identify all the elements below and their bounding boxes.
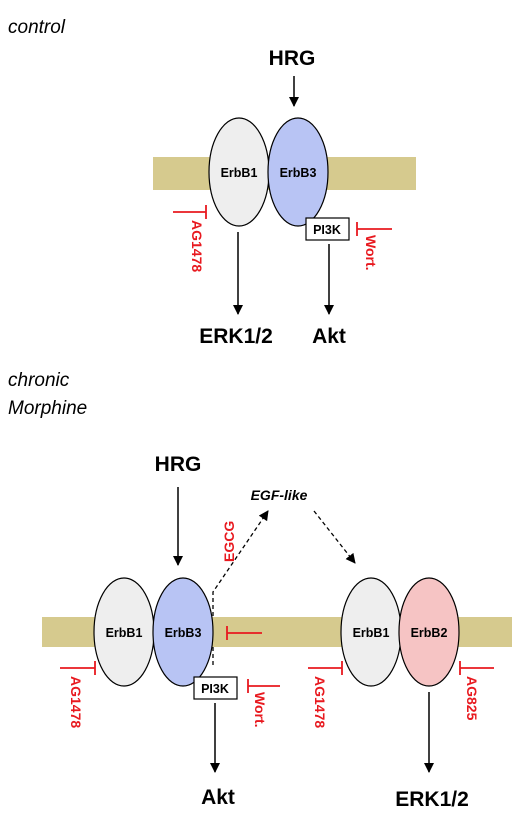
- chronic-ag825-label: AG825: [464, 676, 480, 721]
- control-erbb1-label: ErbB1: [221, 166, 258, 180]
- control-ag1478-label: AG1478: [189, 220, 205, 272]
- control-pi3k-label: PI3K: [313, 223, 341, 237]
- chronic-erbb3-receptor: [152, 577, 214, 687]
- chronic-erbb2-label: ErbB2: [411, 626, 448, 640]
- chronic-wort-inhibitor: Wort.: [247, 679, 280, 728]
- chronic-hrg-label: HRG: [155, 453, 202, 476]
- chronic-label-line2: Morphine: [8, 398, 87, 419]
- egf-like-label: EGF-like: [251, 487, 308, 503]
- chronic-morphine-panel: chronic Morphine HRG EGF-like EGCG ErbB1…: [8, 370, 512, 811]
- egf-binding-dashed-arrow: [313, 510, 356, 564]
- chronic-ag1478-label-right: AG1478: [312, 676, 328, 728]
- chronic-label-line1: chronic: [8, 370, 70, 391]
- control-hrg-label: HRG: [269, 47, 316, 70]
- control-wort-inhibitor: Wort.: [356, 222, 392, 271]
- chronic-erbb1-label-left: ErbB1: [106, 626, 143, 640]
- chronic-erbb1-label-right: ErbB1: [353, 626, 390, 640]
- chronic-pi3k-box: [193, 676, 238, 700]
- chronic-erk-label: ERK1/2: [395, 788, 469, 811]
- chronic-erbb2-receptor: [398, 577, 460, 687]
- egcg-inhibitor: [226, 626, 262, 640]
- egcg-label: EGCG: [221, 521, 237, 562]
- control-erbb3-label: ErbB3: [280, 166, 317, 180]
- control-erbb3-receptor: [267, 117, 329, 227]
- control-label: control: [8, 17, 66, 38]
- chronic-wort-label: Wort.: [252, 692, 268, 728]
- control-pi3k-box: [305, 217, 350, 241]
- chronic-erbb3-label: ErbB3: [165, 626, 202, 640]
- control-wort-label: Wort.: [363, 235, 379, 271]
- chronic-pi3k-label: PI3K: [201, 682, 229, 696]
- control-panel: control HRG ErbB1 ErbB3 AG1478 PI3K Wort…: [8, 17, 416, 348]
- chronic-ag1478-inhibitor-right: AG1478: [308, 661, 343, 728]
- control-ag1478-inhibitor: AG1478: [173, 205, 207, 272]
- control-akt-label: Akt: [312, 325, 346, 348]
- chronic-ag1478-inhibitor-left: AG1478: [60, 661, 96, 728]
- chronic-ag1478-label-left: AG1478: [68, 676, 84, 728]
- chronic-akt-label: Akt: [201, 786, 235, 809]
- chronic-ag825-inhibitor: AG825: [459, 661, 494, 721]
- control-erk-label: ERK1/2: [199, 325, 273, 348]
